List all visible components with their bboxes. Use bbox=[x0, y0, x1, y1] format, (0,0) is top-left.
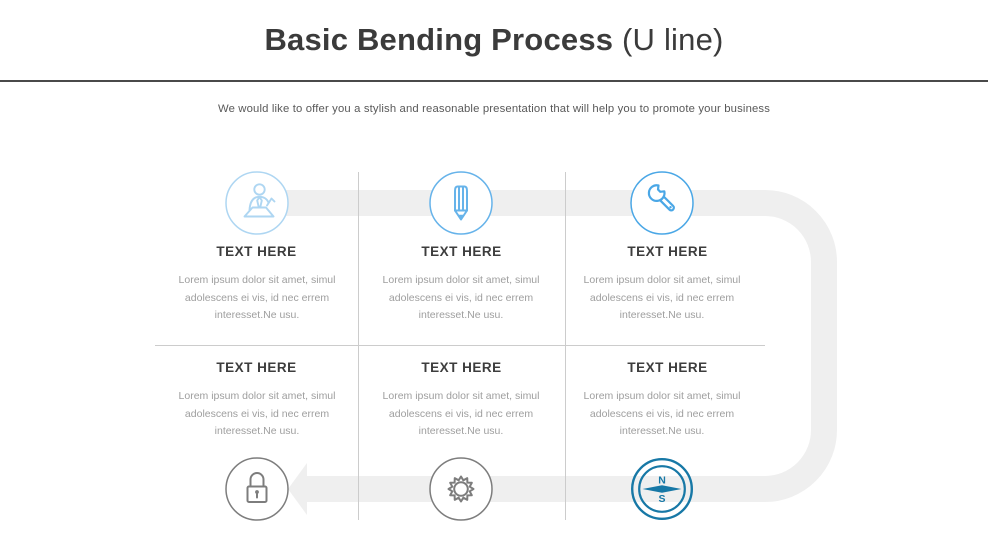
step-2-body: Lorem ipsum dolor sit amet, simul adoles… bbox=[382, 274, 540, 321]
wrench-icon bbox=[630, 171, 694, 235]
pencil-icon bbox=[429, 171, 493, 235]
step-2-heading: TEXT HERE bbox=[421, 244, 502, 259]
presenter-icon bbox=[225, 171, 289, 235]
gear-icon bbox=[429, 457, 493, 521]
step-6-heading: TEXT HERE bbox=[627, 360, 708, 375]
page-title: Basic Bending Process (U line) bbox=[0, 22, 988, 58]
step-6-body: Lorem ipsum dolor sit amet, simul adoles… bbox=[583, 390, 741, 437]
step-3-heading: TEXT HERE bbox=[627, 244, 708, 259]
arrowhead-icon bbox=[288, 463, 307, 515]
compass-icon: N S bbox=[631, 458, 693, 520]
lock-icon bbox=[225, 457, 289, 521]
page-title-suffix: (U line) bbox=[613, 22, 724, 57]
step-4-heading: TEXT HERE bbox=[216, 360, 297, 375]
row-divider bbox=[155, 345, 765, 346]
subtitle: We would like to offer you a stylish and… bbox=[217, 103, 771, 115]
compass-south-label: S bbox=[658, 493, 665, 505]
step-1-heading: TEXT HERE bbox=[216, 244, 297, 259]
column-divider-2 bbox=[565, 172, 566, 520]
step-3-body: Lorem ipsum dolor sit amet, simul adoles… bbox=[583, 274, 741, 321]
step-5-body: Lorem ipsum dolor sit amet, simul adoles… bbox=[382, 390, 540, 437]
page-title-main: Basic Bending Process bbox=[264, 22, 614, 57]
step-1-body: Lorem ipsum dolor sit amet, simul adoles… bbox=[178, 274, 336, 321]
step-4-body: Lorem ipsum dolor sit amet, simul adoles… bbox=[178, 390, 336, 437]
step-5-heading: TEXT HERE bbox=[421, 360, 502, 375]
column-divider-1 bbox=[358, 172, 359, 520]
compass-north-label: N bbox=[658, 475, 666, 487]
u-line-band bbox=[260, 190, 837, 502]
title-divider-line bbox=[0, 80, 988, 82]
